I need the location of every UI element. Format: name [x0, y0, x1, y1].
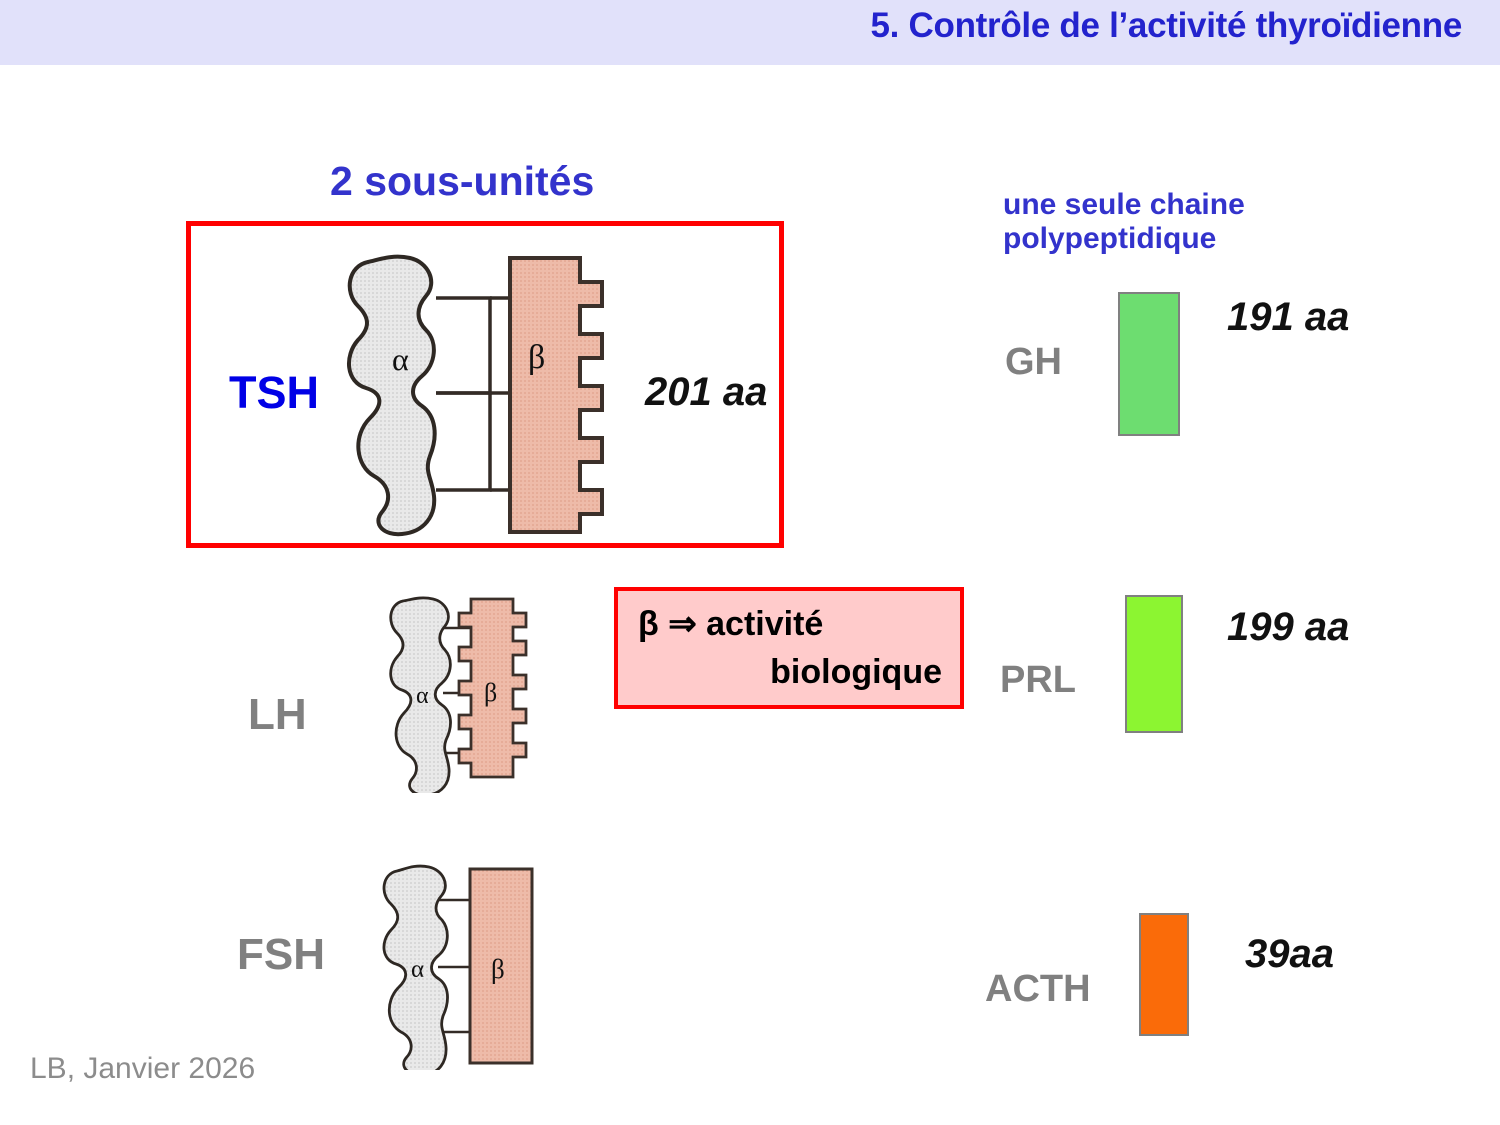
alpha-subunit-label-tsh: α: [392, 341, 409, 377]
aa-count-tsh: 201 aa: [645, 370, 768, 414]
right-section-heading: une seule chaine polypeptidique: [1003, 188, 1245, 255]
hormone-label-fsh: FSH: [237, 930, 325, 979]
hormone-label-prl: PRL: [1000, 659, 1076, 701]
chain-bar-gh: [1118, 292, 1180, 436]
callout-line-2: biologique: [770, 653, 942, 691]
footer-credit: LB, Janvier 2026: [30, 1052, 256, 1085]
beta-subunit-label-fsh: β: [491, 954, 505, 984]
hormone-label-gh: GH: [1005, 341, 1062, 383]
chain-bar-prl: [1125, 595, 1183, 733]
aa-count-prl: 199 aa: [1227, 605, 1350, 649]
beta-activity-callout: β ⇒ activité biologique: [614, 587, 964, 709]
aa-count-acth: 39aa: [1245, 932, 1334, 976]
tsh-subunit-diagram: α β: [346, 254, 604, 537]
lh-subunit-diagram: α β: [389, 596, 528, 793]
left-section-heading: 2 sous-unités: [330, 158, 595, 204]
callout-line-1: β ⇒ activité: [638, 605, 824, 643]
chain-bar-acth: [1139, 913, 1189, 1036]
fsh-subunit-diagram: α β: [382, 864, 534, 1070]
aa-count-gh: 191 aa: [1227, 295, 1350, 339]
page-title: 5. Contrôle de l’activité thyroïdienne: [870, 6, 1463, 45]
alpha-subunit-label-fsh: α: [411, 956, 424, 983]
tsh-highlight-box: [186, 221, 784, 548]
hormone-label-tsh: TSH: [229, 367, 319, 418]
hormone-label-acth: ACTH: [985, 968, 1091, 1010]
alpha-subunit-label-lh: α: [416, 683, 429, 709]
beta-subunit-label-lh: β: [484, 678, 497, 707]
beta-subunit-label-tsh: β: [528, 339, 545, 376]
header-band: [0, 0, 1500, 65]
hormone-label-lh: LH: [248, 690, 307, 739]
